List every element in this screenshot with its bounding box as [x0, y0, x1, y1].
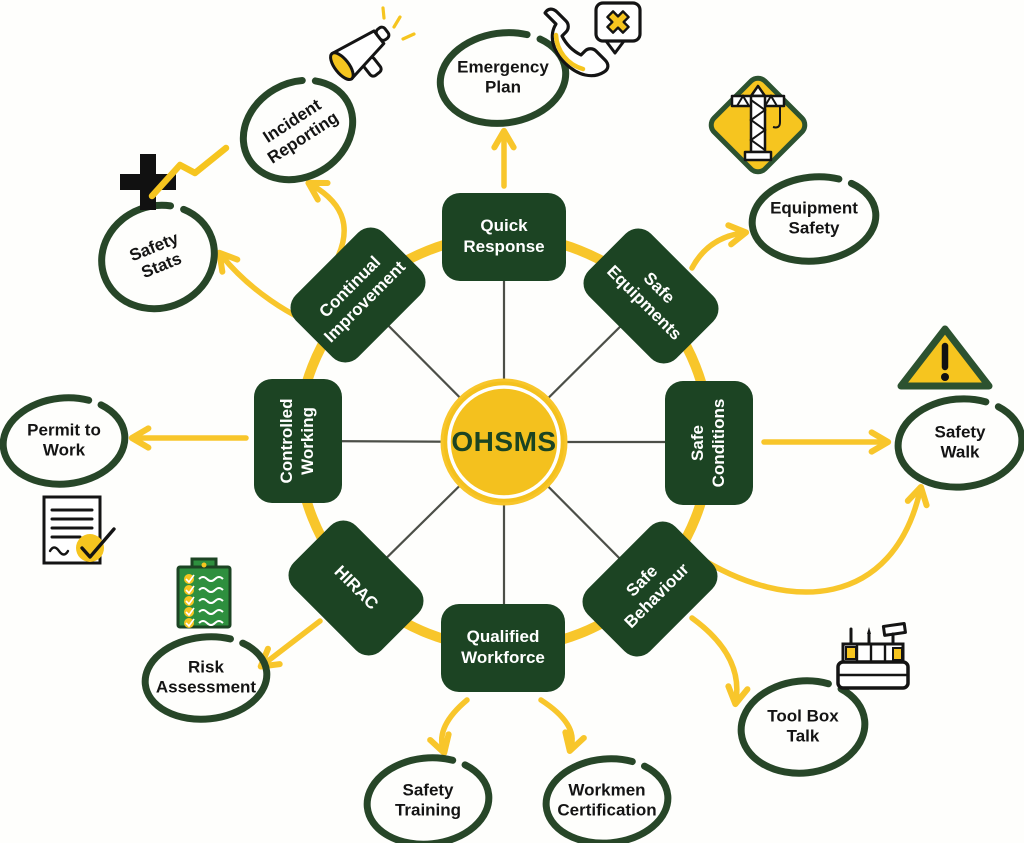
arrow-to-workmen-certification — [538, 697, 587, 754]
stats-trend-icon — [120, 144, 230, 210]
arrow-to-risk-assessment — [257, 618, 323, 670]
oval-incident-reporting — [239, 76, 357, 184]
spoke-quick-response: Quick Response — [442, 193, 566, 281]
emergency-call-icon — [543, 1, 642, 78]
oval-permit-to-work — [0, 394, 129, 488]
satellite-label-safety-walk: Safety Walk — [934, 422, 986, 462]
satellite-label-emergency-plan: Emergency Plan — [457, 57, 549, 97]
warning-triangle-icon — [897, 325, 993, 390]
spoke-qualified-workforce: Qualified Workforce — [441, 604, 565, 692]
arrow-to-safety-training — [427, 697, 470, 756]
oval-emergency-plan — [436, 29, 570, 127]
spoke-controlled-working: Controlled Working — [254, 379, 342, 503]
satellite-ovals — [0, 29, 1024, 843]
arrow-behaviour-to-safety-walk — [694, 483, 930, 595]
arrow-to-tool-box-talk — [689, 615, 751, 708]
oval-tool-box-talk — [737, 677, 869, 777]
oval-safety-walk — [894, 395, 1024, 491]
spoke-label: HIRAC — [330, 561, 383, 614]
oval-risk-assessment — [141, 633, 271, 723]
spoke-safe-conditions: Safe Conditions — [665, 381, 753, 505]
crane-sign-icon — [708, 75, 808, 175]
satellite-label-tool-box-talk: Tool Box Talk — [767, 706, 839, 746]
spoke-label: Controlled Working — [277, 398, 317, 484]
toolbox-icon — [836, 622, 910, 690]
megaphone-icon — [329, 6, 416, 81]
checklist-clipboard-icon — [176, 557, 232, 629]
arrow-to-equipment-safety — [689, 222, 750, 271]
permit-document-icon — [42, 495, 116, 565]
satellite-label-equipment-safety: Equipment Safety — [770, 198, 858, 238]
satellite-label-workmen-certification: Workmen Certification — [557, 780, 657, 820]
satellite-label-risk-assessment: Risk Assessment — [155, 657, 257, 697]
arrows — [128, 127, 930, 756]
satellite-label-permit-to-work: Permit to Work — [27, 420, 101, 460]
satellite-label-safety-training: Safety Training — [394, 780, 462, 820]
oval-safety-training — [363, 754, 493, 843]
center-hub — [440, 378, 568, 506]
spoke-label: Qualified Workforce — [461, 627, 545, 667]
oval-equipment-safety — [748, 173, 880, 265]
spoke-label: Safe Conditions — [688, 398, 728, 488]
center-hub-label: OHSMS — [451, 426, 557, 457]
spoke-label: Quick Response — [463, 216, 545, 256]
